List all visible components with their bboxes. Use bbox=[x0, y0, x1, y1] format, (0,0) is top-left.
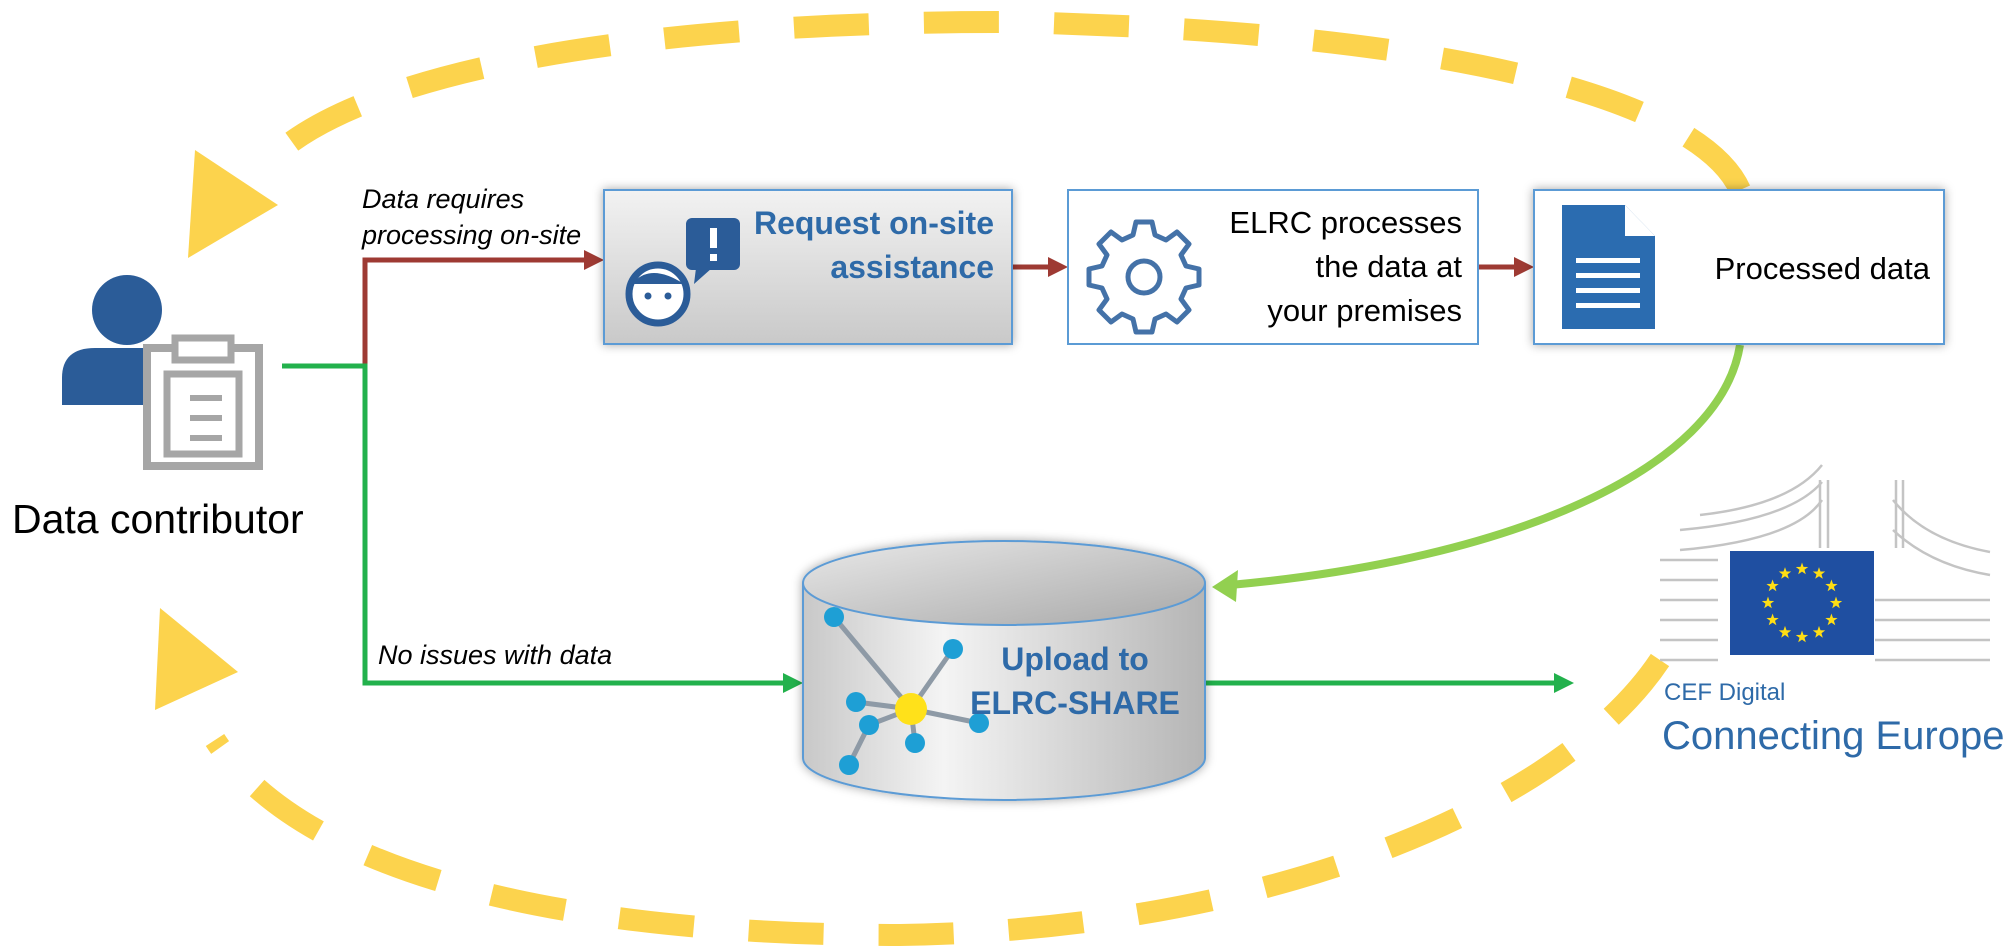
eu-star bbox=[1812, 625, 1826, 638]
eu-flag-icon bbox=[1730, 551, 1874, 655]
processing-arrowheads bbox=[584, 250, 1534, 277]
cycle-lower-arc bbox=[205, 653, 1670, 947]
processing-path-label-line2: processing on-site bbox=[362, 220, 582, 250]
network-node-icon bbox=[824, 607, 989, 775]
eu-star bbox=[1825, 579, 1838, 592]
upload-cylinder bbox=[802, 540, 1206, 801]
person-speech-bubble-icon bbox=[625, 218, 740, 327]
eu-star bbox=[1829, 596, 1843, 609]
return-arrow bbox=[1229, 344, 1744, 589]
logo-line1: CEF Digital bbox=[1664, 679, 1786, 706]
eu-star bbox=[1766, 579, 1779, 592]
direct-arrowheads bbox=[783, 673, 1574, 693]
cycle-arrowhead-top bbox=[188, 150, 278, 258]
direct-path bbox=[282, 363, 1556, 686]
elrc-label-line3: your premises bbox=[1267, 293, 1462, 328]
elrc-box bbox=[1067, 189, 1479, 345]
eu-star bbox=[1778, 567, 1792, 579]
request-title-line2: assistance bbox=[830, 249, 994, 285]
processed-label: Processed data bbox=[1714, 251, 1930, 286]
upload-label-line1: Upload to bbox=[1001, 641, 1149, 677]
elrc-label-line1: ELRC processes bbox=[1229, 205, 1462, 240]
eu-star bbox=[1795, 562, 1809, 575]
direct-path-label: No issues with data bbox=[378, 640, 613, 670]
user-clipboard-icon bbox=[62, 275, 263, 470]
eu-star bbox=[1795, 630, 1809, 643]
return-arrowhead bbox=[1212, 570, 1238, 602]
document-icon bbox=[1562, 205, 1655, 329]
gear-icon bbox=[1086, 219, 1202, 335]
processing-path bbox=[362, 257, 1516, 366]
eu-star bbox=[1766, 613, 1779, 626]
eu-star bbox=[1778, 625, 1792, 638]
elrc-label-line2: the data at bbox=[1315, 249, 1462, 284]
eu-star bbox=[1825, 613, 1838, 626]
upload-label-line2: ELRC-SHARE bbox=[970, 685, 1180, 721]
cycle-upper-arc bbox=[262, 10, 1751, 195]
eu-building-icon bbox=[1660, 464, 1991, 662]
request-title-line1: Request on-site bbox=[753, 205, 994, 241]
processing-path-label-line1: Data requires bbox=[362, 184, 525, 214]
logo-line2: Connecting Europe bbox=[1662, 714, 2005, 758]
contributor-label: Data contributor bbox=[12, 496, 304, 542]
cycle-loop bbox=[205, 10, 1751, 947]
cycle-arrowhead-bottom bbox=[155, 608, 238, 710]
eu-star bbox=[1761, 596, 1775, 609]
eu-star bbox=[1812, 567, 1826, 579]
